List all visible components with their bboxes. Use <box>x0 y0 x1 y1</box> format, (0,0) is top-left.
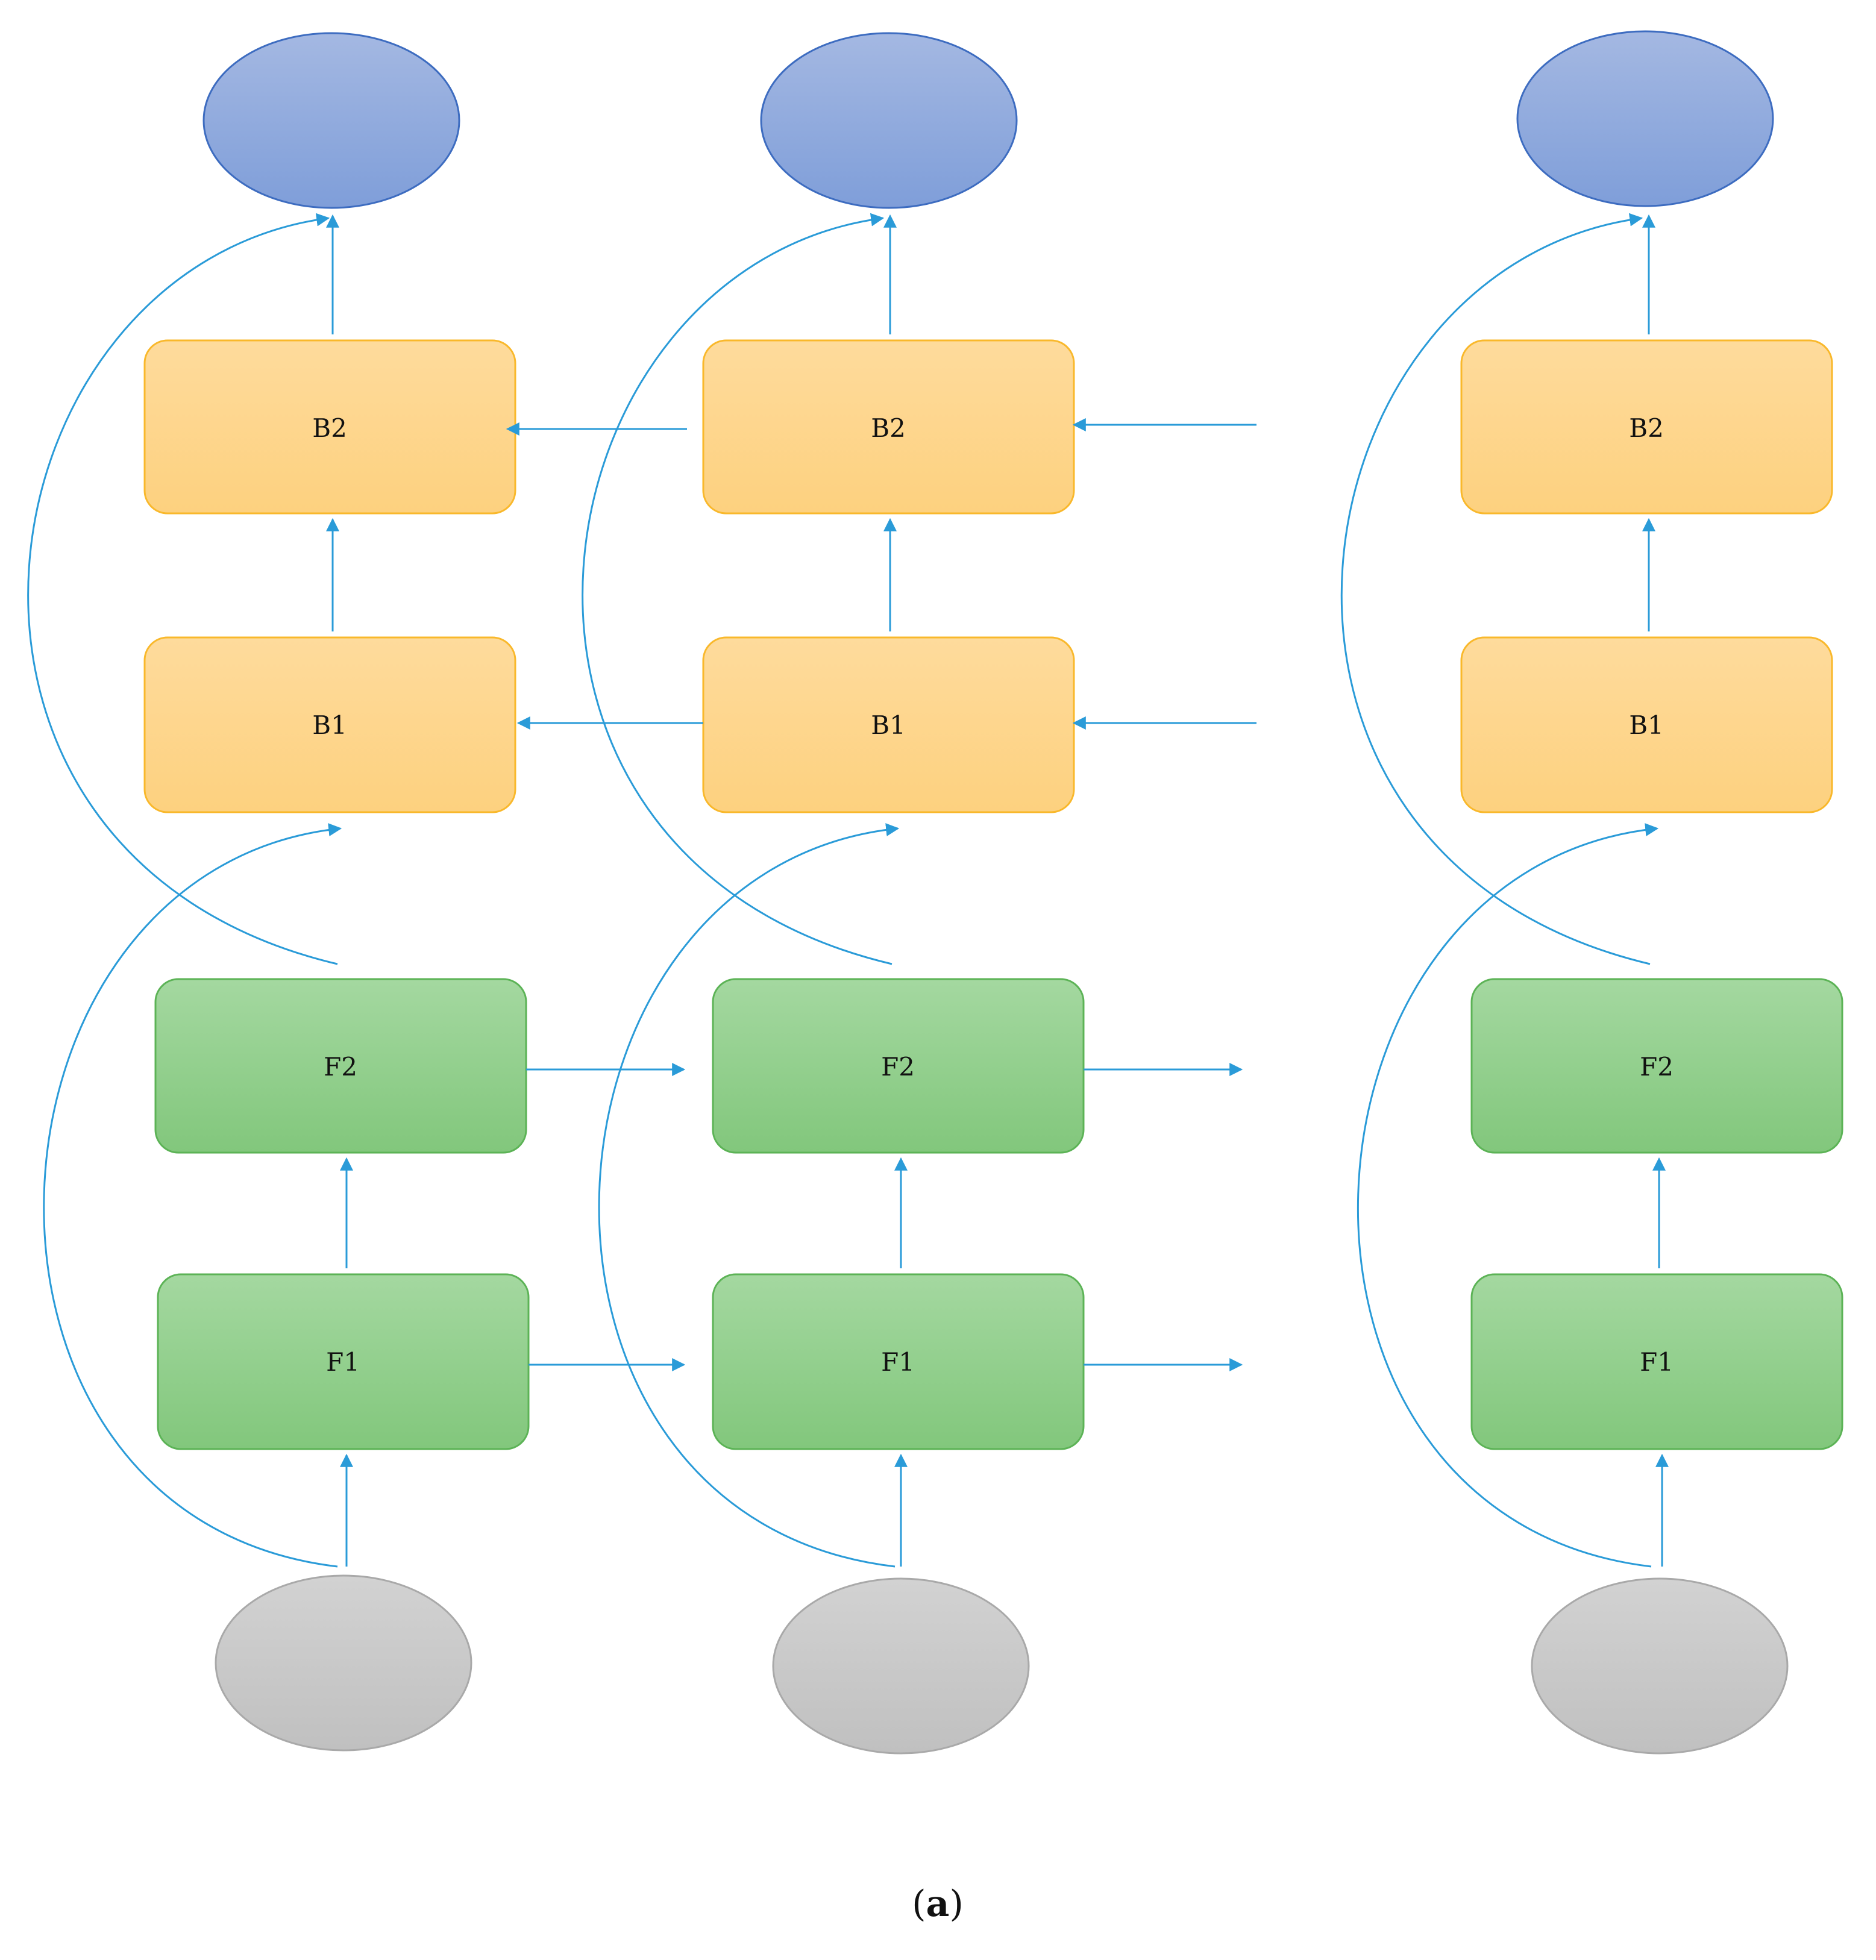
b2-label: B2 <box>1629 413 1664 443</box>
f2-block: F2 <box>712 978 1085 1154</box>
f2-label: F2 <box>1640 1052 1674 1082</box>
column-2: B2 B1 F2 F1 <box>582 32 1085 1755</box>
arrow-f2-to-output-curve <box>27 213 338 965</box>
f1-block: F1 <box>712 1273 1085 1450</box>
output-node <box>202 32 460 209</box>
f2-block: F2 <box>154 978 527 1154</box>
arrow-input-to-b1-curve <box>1357 823 1659 1568</box>
output-node <box>760 32 1018 209</box>
f2-block: F2 <box>1470 978 1843 1154</box>
f2-label: F2 <box>324 1052 357 1082</box>
f1-label: F1 <box>1640 1347 1674 1377</box>
output-node <box>1516 30 1774 207</box>
b1-label: B1 <box>312 710 347 740</box>
f1-block: F1 <box>1470 1273 1843 1450</box>
b2-block: B2 <box>702 339 1075 515</box>
b2-label: B2 <box>871 413 906 443</box>
f1-block: F1 <box>157 1273 530 1450</box>
input-node <box>1531 1577 1789 1755</box>
b2-block: B2 <box>1460 339 1833 515</box>
arrow-input-to-b1-curve <box>598 823 900 1568</box>
b1-block: B1 <box>702 636 1075 813</box>
caption-open: ( <box>912 1883 926 1925</box>
arrow-input-to-b1-curve <box>43 823 342 1568</box>
b1-block: B1 <box>143 636 516 813</box>
input-node <box>772 1577 1030 1755</box>
f2-label: F2 <box>881 1052 915 1082</box>
f1-label: F1 <box>881 1347 915 1377</box>
arrow-f2-to-output-curve <box>1340 213 1651 965</box>
figure-caption: (a) <box>912 1883 964 1925</box>
input-node <box>215 1574 472 1752</box>
b1-label: B1 <box>1629 710 1664 740</box>
column-1: B2 B1 F2 F1 <box>27 32 530 1752</box>
b2-block: B2 <box>143 339 516 515</box>
caption-close: ) <box>949 1883 963 1925</box>
b2-label: B2 <box>312 413 347 443</box>
caption-letter: a <box>926 1883 950 1925</box>
column-3: B2 B1 F2 F1 <box>1340 30 1843 1755</box>
b1-label: B1 <box>871 710 906 740</box>
arrow-f2-to-output-curve <box>582 213 893 965</box>
f1-label: F1 <box>326 1347 360 1377</box>
b1-block: B1 <box>1460 636 1833 813</box>
